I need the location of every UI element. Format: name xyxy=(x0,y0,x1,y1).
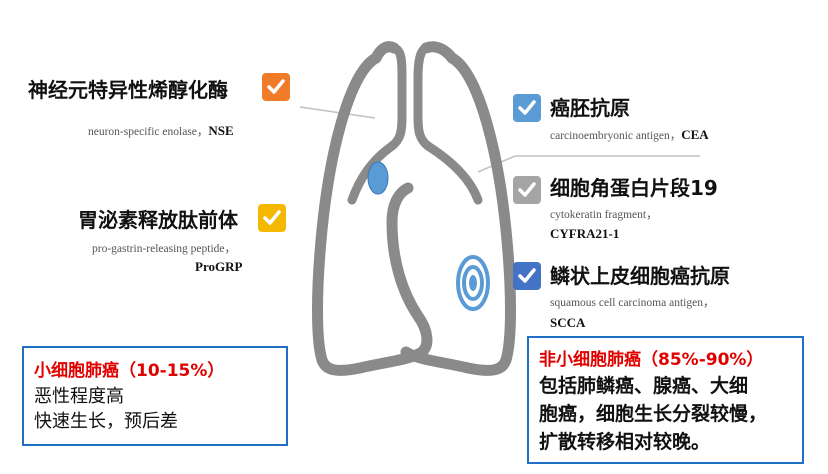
marker-subtitle-nse: neuron-specific enolase， xyxy=(88,126,209,138)
right-bronchus xyxy=(420,41,458,64)
marker-title-cyfra: 细胞角蛋白片段19 xyxy=(550,176,718,200)
marker-title-progrp: 胃泌素释放肽前体 xyxy=(78,208,238,232)
peripheral-tumor-mid xyxy=(462,265,484,301)
nsclc-box-line: 包括肺鳞癌、腺癌、大细 xyxy=(539,375,749,397)
marker-subtitle-cyfra: cytokeratin fragment， xyxy=(550,209,658,221)
pointer-line-nse xyxy=(299,106,376,119)
marker-abbr-nse: NSE xyxy=(208,123,234,138)
peripheral-tumor-core xyxy=(469,275,477,291)
sclc-box-line: 恶性程度高 xyxy=(34,386,124,407)
central-tumor xyxy=(367,161,389,195)
check-icon xyxy=(513,176,541,204)
marker-subtitle-cea: carcinoembryonic antigen， xyxy=(550,130,682,142)
marker-abbr-cea: CEA xyxy=(681,127,709,142)
check-icon xyxy=(262,73,290,101)
nsclc-box-line: 胞癌，细胞生长分裂较慢， xyxy=(539,403,768,425)
marker-title-nse: 神经元特异性烯醇化酶 xyxy=(28,78,228,102)
marker-subtitle-scca: squamous cell carcinoma antigen， xyxy=(550,297,715,309)
carina xyxy=(347,141,483,205)
check-icon xyxy=(258,204,286,232)
check-icon xyxy=(513,94,541,122)
sclc-box-line: 快速生长，预后差 xyxy=(34,411,178,432)
nsclc-info-box: 非小细胞肺癌（85%-90%） 包括肺鳞癌、腺癌、大细 胞癌，细胞生长分裂较慢，… xyxy=(527,336,804,464)
trachea xyxy=(387,43,433,151)
marker-abbr-progrp: ProGRP xyxy=(195,259,243,274)
peripheral-tumor-outer xyxy=(456,255,490,311)
marker-title-cea: 癌胚抗原 xyxy=(550,96,630,120)
marker-abbr-scca: SCCA xyxy=(550,315,586,330)
sclc-box-title: 小细胞肺癌（10-15%） xyxy=(34,361,225,381)
nsclc-box-title: 非小细胞肺癌（85%-90%） xyxy=(539,350,764,370)
left-lung xyxy=(312,52,433,376)
sclc-info-box: 小细胞肺癌（10-15%） 恶性程度高 快速生长，预后差 xyxy=(22,346,288,446)
marker-desc-cea: carcinoembryonic antigen，CEA xyxy=(550,124,709,143)
marker-subtitle-progrp: pro-gastrin-releasing peptide， xyxy=(92,243,237,255)
marker-title-scca: 鳞状上皮细胞癌抗原 xyxy=(550,264,730,288)
marker-desc-nse: neuron-specific enolase，NSE xyxy=(88,120,234,139)
right-lung xyxy=(400,52,516,376)
left-bronchus xyxy=(370,41,400,64)
nsclc-box-line: 扩散转移相对较晚。 xyxy=(539,431,711,453)
check-icon xyxy=(513,262,541,290)
marker-abbr-cyfra: CYFRA21-1 xyxy=(550,226,620,241)
